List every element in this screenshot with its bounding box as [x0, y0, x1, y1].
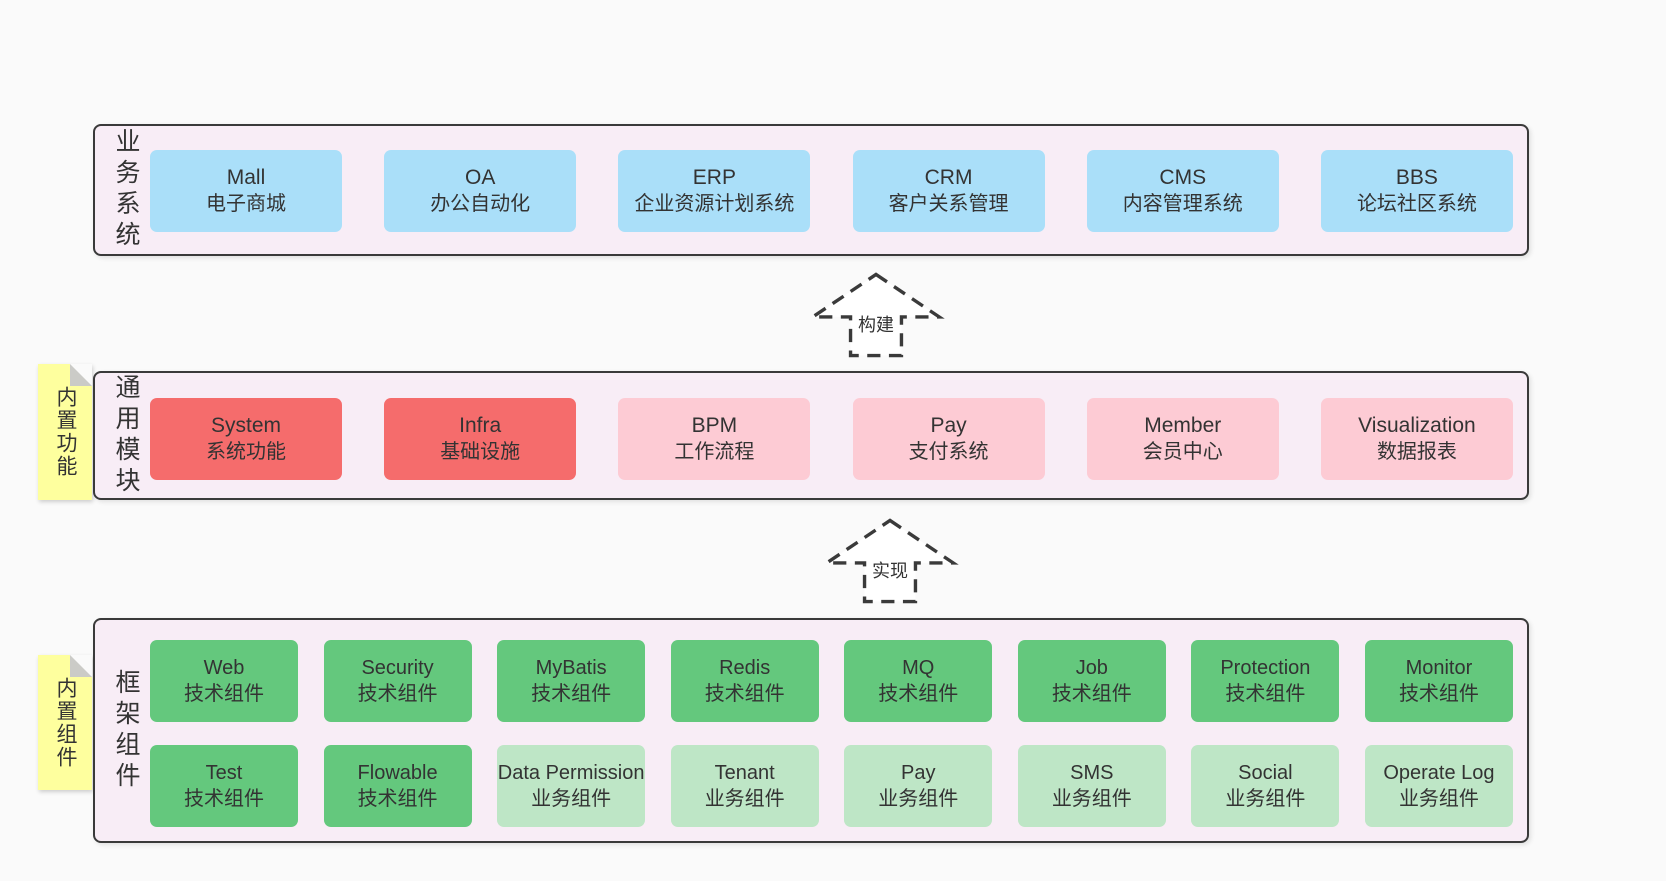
box-web: Web 技术组件	[150, 640, 298, 722]
box-bbs: BBS 论坛社区系统	[1320, 150, 1513, 232]
box-data-permission: Data Permission 业务组件	[497, 745, 646, 827]
common-modules-side-label: 通用模块	[112, 373, 140, 498]
box-test: Test 技术组件	[150, 745, 298, 827]
box-erp: ERP 企业资源计划系统	[618, 150, 811, 232]
box-pay-component: Pay 业务组件	[844, 745, 993, 827]
note-built-in-components-label: 内置组件	[54, 676, 77, 769]
business-systems-boxes: Mall 电子商城 OA 办公自动化 ERP 企业资源计划系统 CRM 客户关系…	[150, 150, 1513, 232]
box-monitor: Monitor 技术组件	[1364, 640, 1513, 722]
build-arrow: 构建	[807, 270, 945, 360]
box-bpm: BPM 工作流程	[618, 398, 811, 480]
box-operate-log: Operate Log 业务组件	[1364, 745, 1513, 827]
box-redis: Redis 技术组件	[670, 640, 819, 722]
box-mq: MQ 技术组件	[844, 640, 993, 722]
implement-arrow-label: 实现	[868, 556, 912, 584]
box-system: System 系统功能	[150, 398, 342, 480]
box-mybatis: MyBatis 技术组件	[497, 640, 646, 722]
box-security: Security 技术组件	[323, 640, 472, 722]
note-built-in-components: 内置组件	[38, 655, 92, 790]
box-sms: SMS 业务组件	[1017, 745, 1166, 827]
business-systems-layer: 业务系统 Mall 电子商城 OA 办公自动化 ERP 企业资源计划系统 CRM…	[93, 124, 1529, 256]
box-social: Social 业务组件	[1191, 745, 1340, 827]
note-built-in-features-label: 内置功能	[54, 386, 77, 478]
box-cms: CMS 内容管理系统	[1086, 150, 1279, 232]
build-arrow-label: 构建	[854, 310, 898, 338]
box-protection: Protection 技术组件	[1191, 640, 1340, 722]
box-mall: Mall 电子商城	[150, 150, 342, 232]
box-flowable: Flowable 技术组件	[323, 745, 472, 827]
note-built-in-features: 内置功能	[38, 364, 92, 500]
framework-components-row2: Test 技术组件 Flowable 技术组件 Data Permission …	[150, 745, 1513, 827]
box-job: Job 技术组件	[1017, 640, 1166, 722]
framework-components-row1: Web 技术组件 Security 技术组件 MyBatis 技术组件 Redi…	[150, 640, 1513, 722]
business-systems-side-label: 业务系统	[112, 128, 140, 252]
box-crm: CRM 客户关系管理	[852, 150, 1045, 232]
box-tenant: Tenant 业务组件	[670, 745, 819, 827]
common-modules-layer: 通用模块 System 系统功能 Infra 基础设施 BPM 工作流程 Pay…	[93, 371, 1529, 500]
common-modules-boxes: System 系统功能 Infra 基础设施 BPM 工作流程 Pay 支付系统…	[150, 398, 1513, 480]
framework-components-side-label: 框架组件	[112, 668, 140, 793]
box-pay-system: Pay 支付系统	[852, 398, 1045, 480]
box-infra: Infra 基础设施	[384, 398, 577, 480]
framework-components-layer: 框架组件 Web 技术组件 Security 技术组件 MyBatis 技术组件…	[93, 618, 1529, 843]
implement-arrow: 实现	[821, 516, 959, 606]
box-member: Member 会员中心	[1086, 398, 1279, 480]
box-visualization: Visualization 数据报表	[1320, 398, 1513, 480]
box-oa: OA 办公自动化	[384, 150, 577, 232]
